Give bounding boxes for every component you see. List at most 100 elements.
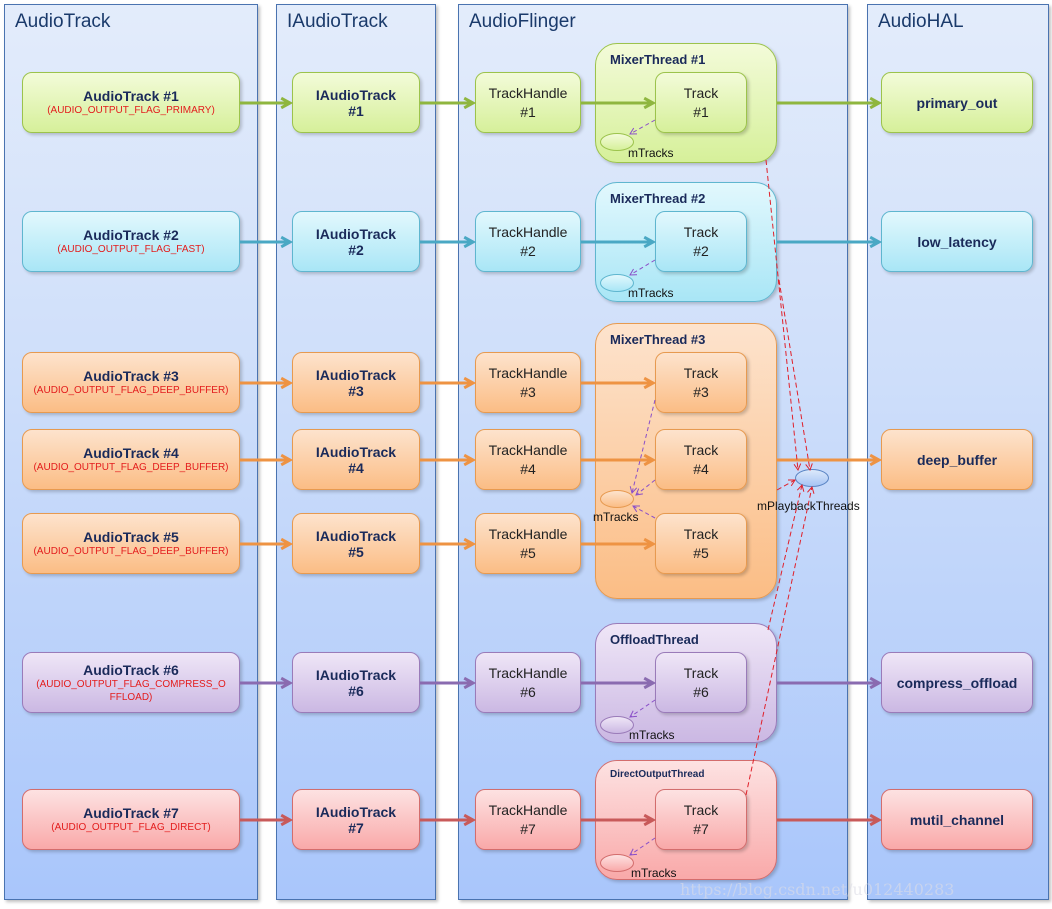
trackhandle-num: #2 — [520, 242, 536, 259]
trackhandle-box: TrackHandle #6 — [475, 652, 581, 713]
track-num: #7 — [693, 820, 709, 837]
thread-title: MixerThread #3 — [610, 332, 706, 347]
iaudiotrack-num: #3 — [348, 382, 364, 399]
audiotrack-name: AudioTrack #5 — [83, 529, 179, 545]
iaudiotrack-box: IAudioTrack#4 — [292, 429, 420, 490]
trackhandle-name: TrackHandle — [488, 223, 568, 240]
thread-title: MixerThread #2 — [610, 191, 706, 206]
iaudiotrack-name: IAudioTrack — [315, 527, 397, 544]
mtracks-oval — [600, 133, 634, 151]
output-flag: (AUDIO_OUTPUT_FLAG_DIRECT) — [51, 822, 211, 833]
hal-output-box: deep_buffer — [881, 429, 1033, 490]
trackhandle-box: TrackHandle #4 — [475, 429, 581, 490]
audiotrack-box: AudioTrack #2(AUDIO_OUTPUT_FLAG_FAST) — [22, 211, 240, 272]
mtracks-label: mTracks — [631, 866, 677, 880]
thread-title: OffloadThread — [610, 632, 699, 647]
iaudiotrack-box: IAudioTrack#7 — [292, 789, 420, 850]
audiotrack-name: AudioTrack #3 — [83, 368, 179, 384]
track-name: Track — [683, 801, 719, 818]
watermark: https://blog.csdn.net/u012440283 — [680, 880, 955, 899]
track-num: #2 — [693, 242, 709, 259]
lane-title: AudioHAL — [878, 11, 964, 32]
iaudiotrack-name: IAudioTrack — [315, 666, 397, 683]
track-box: Track #2 — [655, 211, 747, 272]
audiotrack-name: AudioTrack #2 — [83, 227, 179, 243]
iaudiotrack-name: IAudioTrack — [315, 86, 397, 103]
track-name: Track — [683, 525, 719, 542]
iaudiotrack-num: #1 — [348, 102, 364, 119]
lane-title: AudioTrack — [15, 11, 111, 32]
mtracks-oval — [600, 490, 634, 508]
trackhandle-num: #1 — [520, 103, 536, 120]
iaudiotrack-box: IAudioTrack#6 — [292, 652, 420, 713]
track-box: Track #5 — [655, 513, 747, 574]
track-name: Track — [683, 223, 719, 240]
audiotrack-name: AudioTrack #1 — [83, 88, 179, 104]
hal-output-box: compress_offload — [881, 652, 1033, 713]
audiotrack-box: AudioTrack #4(AUDIO_OUTPUT_FLAG_DEEP_BUF… — [22, 429, 240, 490]
trackhandle-num: #6 — [520, 683, 536, 700]
track-name: Track — [683, 664, 719, 681]
track-box: Track #6 — [655, 652, 747, 713]
output-flag: (AUDIO_OUTPUT_FLAG_DEEP_BUFFER) — [33, 546, 229, 557]
track-num: #4 — [693, 460, 709, 477]
iaudiotrack-box: IAudioTrack#1 — [292, 72, 420, 133]
iaudiotrack-num: #6 — [348, 682, 364, 699]
trackhandle-box: TrackHandle #2 — [475, 211, 581, 272]
output-flag: (AUDIO_OUTPUT_FLAG_DEEP_BUFFER) — [33, 462, 229, 473]
track-name: Track — [683, 84, 719, 101]
iaudiotrack-num: #4 — [348, 459, 364, 476]
hal-output-box: primary_out — [881, 72, 1033, 133]
hal-output-name: mutil_channel — [909, 811, 1005, 828]
trackhandle-name: TrackHandle — [488, 441, 568, 458]
audiotrack-box: AudioTrack #7(AUDIO_OUTPUT_FLAG_DIRECT) — [22, 789, 240, 850]
trackhandle-num: #5 — [520, 544, 536, 561]
output-flag: (AUDIO_OUTPUT_FLAG_FAST) — [57, 244, 205, 255]
audiotrack-name: AudioTrack #4 — [83, 445, 179, 461]
iaudiotrack-num: #7 — [348, 819, 364, 836]
trackhandle-box: TrackHandle#5 — [475, 513, 581, 574]
trackhandle-name: TrackHandle — [488, 801, 568, 818]
trackhandle-num: #7 — [520, 820, 536, 837]
track-num: #3 — [693, 383, 709, 400]
trackhandle-box: TrackHandle #7 — [475, 789, 581, 850]
audiotrack-box: AudioTrack #5(AUDIO_OUTPUT_FLAG_DEEP_BUF… — [22, 513, 240, 574]
audiotrack-box: AudioTrack #1(AUDIO_OUTPUT_FLAG_PRIMARY) — [22, 72, 240, 133]
iaudiotrack-name: IAudioTrack — [315, 803, 397, 820]
track-box: Track #7 — [655, 789, 747, 850]
hal-output-name: deep_buffer — [916, 451, 998, 468]
iaudiotrack-name: IAudioTrack — [315, 366, 397, 383]
output-flag: (AUDIO_OUTPUT_FLAG_COMPRESS_O FFLOAD) — [36, 678, 226, 703]
thread-title: MixerThread #1 — [610, 52, 706, 67]
trackhandle-name: TrackHandle — [488, 664, 568, 681]
trackhandle-num: #3 — [520, 383, 536, 400]
mtracks-label: mTracks — [628, 286, 674, 300]
trackhandle-box: TrackHandle #1 — [475, 72, 581, 133]
hal-output-name: compress_offload — [896, 674, 1018, 691]
mtracks-oval — [600, 716, 634, 734]
iaudiotrack-num: #2 — [348, 241, 364, 258]
mplaybackthreads-label: mPlaybackThreads — [757, 499, 860, 513]
mtracks-label: mTracks — [629, 728, 675, 742]
track-num: #1 — [693, 103, 709, 120]
iaudiotrack-name: IAudioTrack — [315, 225, 397, 242]
trackhandle-num: #4 — [520, 460, 536, 477]
hal-output-box: low_latency — [881, 211, 1033, 272]
mtracks-oval — [600, 274, 634, 292]
trackhandle-name: TrackHandle — [488, 84, 568, 101]
iaudiotrack-num: #5 — [348, 543, 364, 560]
output-flag: (AUDIO_OUTPUT_FLAG_PRIMARY) — [47, 105, 215, 116]
audiotrack-name: AudioTrack #6 — [83, 661, 179, 678]
track-name: Track — [683, 364, 719, 381]
track-num: #5 — [693, 544, 709, 561]
track-box: Track#4 — [655, 429, 747, 490]
audiotrack-name: AudioTrack #7 — [83, 805, 179, 821]
lane-title: IAudioTrack — [287, 11, 388, 32]
track-num: #6 — [693, 683, 709, 700]
audiotrack-box: AudioTrack #6(AUDIO_OUTPUT_FLAG_COMPRESS… — [22, 652, 240, 713]
iaudiotrack-name: IAudioTrack — [315, 443, 397, 460]
iaudiotrack-box: IAudioTrack#3 — [292, 352, 420, 413]
trackhandle-name: TrackHandle — [488, 364, 568, 381]
output-flag: (AUDIO_OUTPUT_FLAG_DEEP_BUFFER) — [33, 385, 229, 396]
audiotrack-box: AudioTrack #3(AUDIO_OUTPUT_FLAG_DEEP_BUF… — [22, 352, 240, 413]
